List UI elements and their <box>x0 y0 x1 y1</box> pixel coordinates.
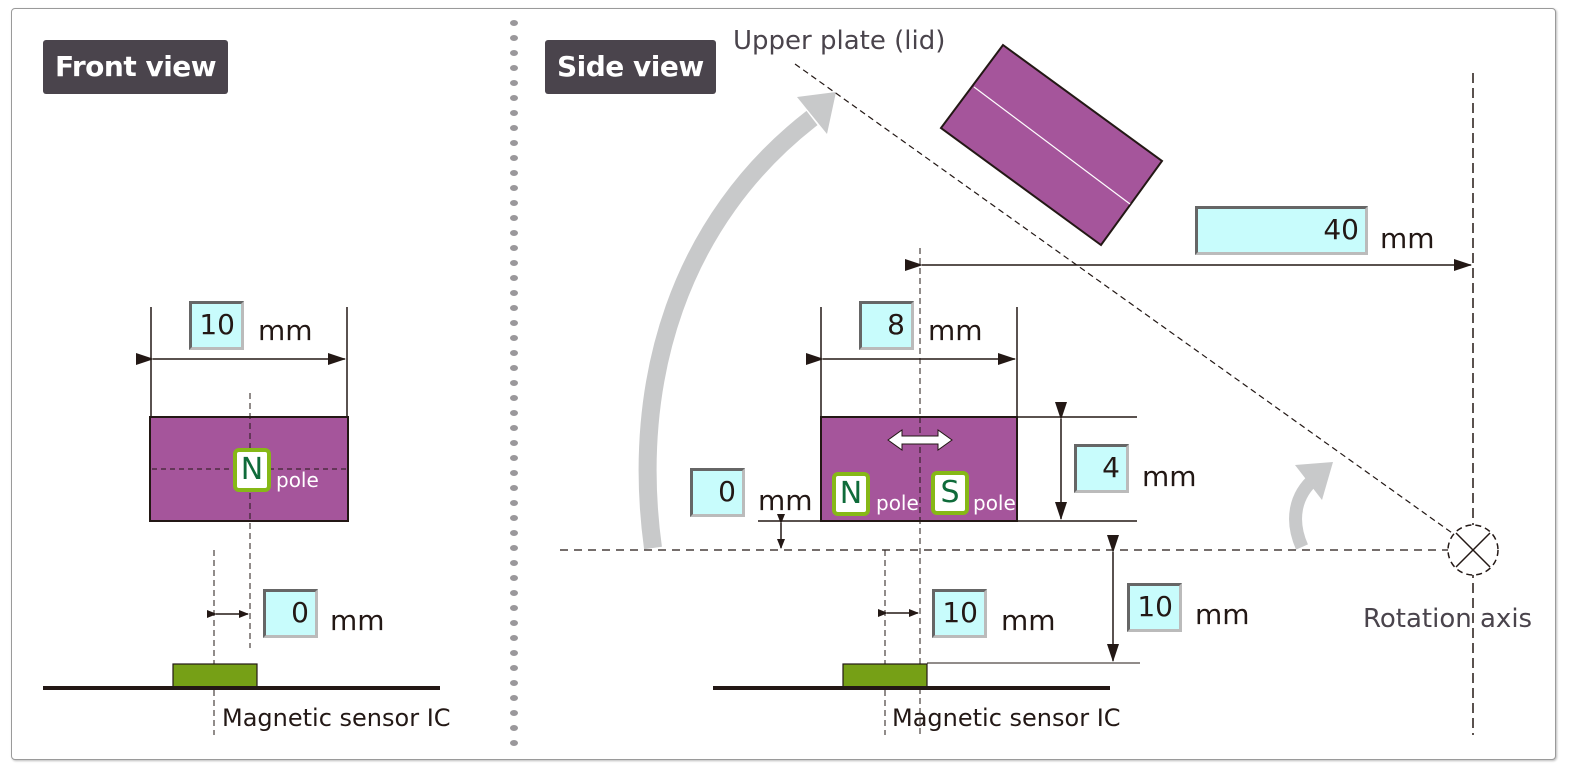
large-rotation-arrow <box>638 110 818 550</box>
axis-distance-input[interactable]: 40 <box>1195 206 1368 255</box>
upper-plate-line <box>794 63 1456 536</box>
divider-dot <box>510 500 518 506</box>
divider-dot <box>510 620 518 626</box>
side-n-pole-suffix: pole <box>876 491 919 515</box>
divider-dot <box>510 275 518 281</box>
divider-dot <box>510 80 518 86</box>
divider-dot <box>510 50 518 56</box>
divider-dot <box>510 530 518 536</box>
divider-dot <box>510 725 518 731</box>
side-view-title: Side view <box>545 40 716 94</box>
divider-dot <box>510 140 518 146</box>
magnet-gap-input[interactable]: 0 <box>690 468 745 517</box>
small-rotation-arrowhead <box>1295 462 1333 500</box>
divider-dot <box>510 590 518 596</box>
divider-dot <box>510 695 518 701</box>
divider-dot <box>510 665 518 671</box>
divider-dot <box>510 290 518 296</box>
divider-dot <box>510 65 518 71</box>
front-offset-input[interactable]: 0 <box>263 589 318 638</box>
rotation-axis-icon <box>1447 524 1499 576</box>
front-width-input[interactable]: 10 <box>189 301 244 350</box>
front-sensor-label: Magnetic sensor IC <box>222 704 451 732</box>
divider-dot <box>510 110 518 116</box>
divider-dot <box>510 260 518 266</box>
divider-dot <box>510 470 518 476</box>
front-n-pole-suffix: pole <box>276 468 319 492</box>
magnet-height-input[interactable]: 4 <box>1074 444 1129 493</box>
divider-dot <box>510 560 518 566</box>
magnet-gap-unit: mm <box>758 484 813 517</box>
front-view-title: Front view <box>43 40 229 94</box>
divider-dot <box>510 170 518 176</box>
divider-dot <box>510 545 518 551</box>
view-divider <box>510 20 518 746</box>
front-n-pole-badge: N <box>233 448 271 492</box>
divider-dot <box>510 35 518 41</box>
divider-dot <box>510 575 518 581</box>
divider-dot <box>510 395 518 401</box>
divider-dot <box>510 410 518 416</box>
divider-dot <box>510 710 518 716</box>
divider-dot <box>510 605 518 611</box>
lid-magnet-centerline <box>973 86 1131 205</box>
divider-dot <box>510 215 518 221</box>
side-sensor-label: Magnetic sensor IC <box>892 704 1121 732</box>
magnet-length-input[interactable]: 8 <box>859 301 914 350</box>
upper-plate-label: Upper plate (lid) <box>733 26 946 56</box>
vertical-gap-input[interactable]: 10 <box>1127 583 1182 632</box>
divider-dot <box>510 680 518 686</box>
divider-dot <box>510 200 518 206</box>
magnet-height-unit: mm <box>1142 460 1197 493</box>
divider-dot <box>510 155 518 161</box>
divider-dot <box>510 455 518 461</box>
divider-dot <box>510 635 518 641</box>
front-sensor-ic <box>172 663 258 688</box>
front-view <box>43 307 440 735</box>
horizontal-offset-unit: mm <box>1001 604 1056 637</box>
divider-dot <box>510 365 518 371</box>
side-n-pole-badge: N <box>832 472 870 516</box>
divider-dot <box>510 425 518 431</box>
vertical-gap-unit: mm <box>1195 598 1250 631</box>
divider-dot <box>510 485 518 491</box>
divider-dot <box>510 740 518 746</box>
divider-dot <box>510 305 518 311</box>
divider-dot <box>510 95 518 101</box>
small-rotation-arrow <box>1289 473 1320 550</box>
bidirectional-arrow-icon <box>887 429 953 451</box>
divider-dot <box>510 125 518 131</box>
divider-dot <box>510 230 518 236</box>
divider-dot <box>510 440 518 446</box>
front-offset-unit: mm <box>330 604 385 637</box>
rotation-axis-label: Rotation axis <box>1363 604 1533 634</box>
divider-dot <box>510 335 518 341</box>
divider-dot <box>510 380 518 386</box>
divider-dot <box>510 650 518 656</box>
divider-dot <box>510 185 518 191</box>
large-rotation-arrowhead <box>797 92 836 134</box>
divider-dot <box>510 320 518 326</box>
divider-dot <box>510 515 518 521</box>
divider-dot <box>510 350 518 356</box>
side-s-pole-badge: S <box>931 471 969 515</box>
axis-distance-unit: mm <box>1380 222 1435 255</box>
horizontal-offset-input[interactable]: 10 <box>932 589 987 638</box>
magnet-length-unit: mm <box>928 314 983 347</box>
divider-dot <box>510 20 518 26</box>
side-s-pole-suffix: pole <box>973 491 1016 515</box>
front-width-unit: mm <box>258 314 313 347</box>
side-sensor-ic <box>842 663 928 688</box>
divider-dot <box>510 245 518 251</box>
